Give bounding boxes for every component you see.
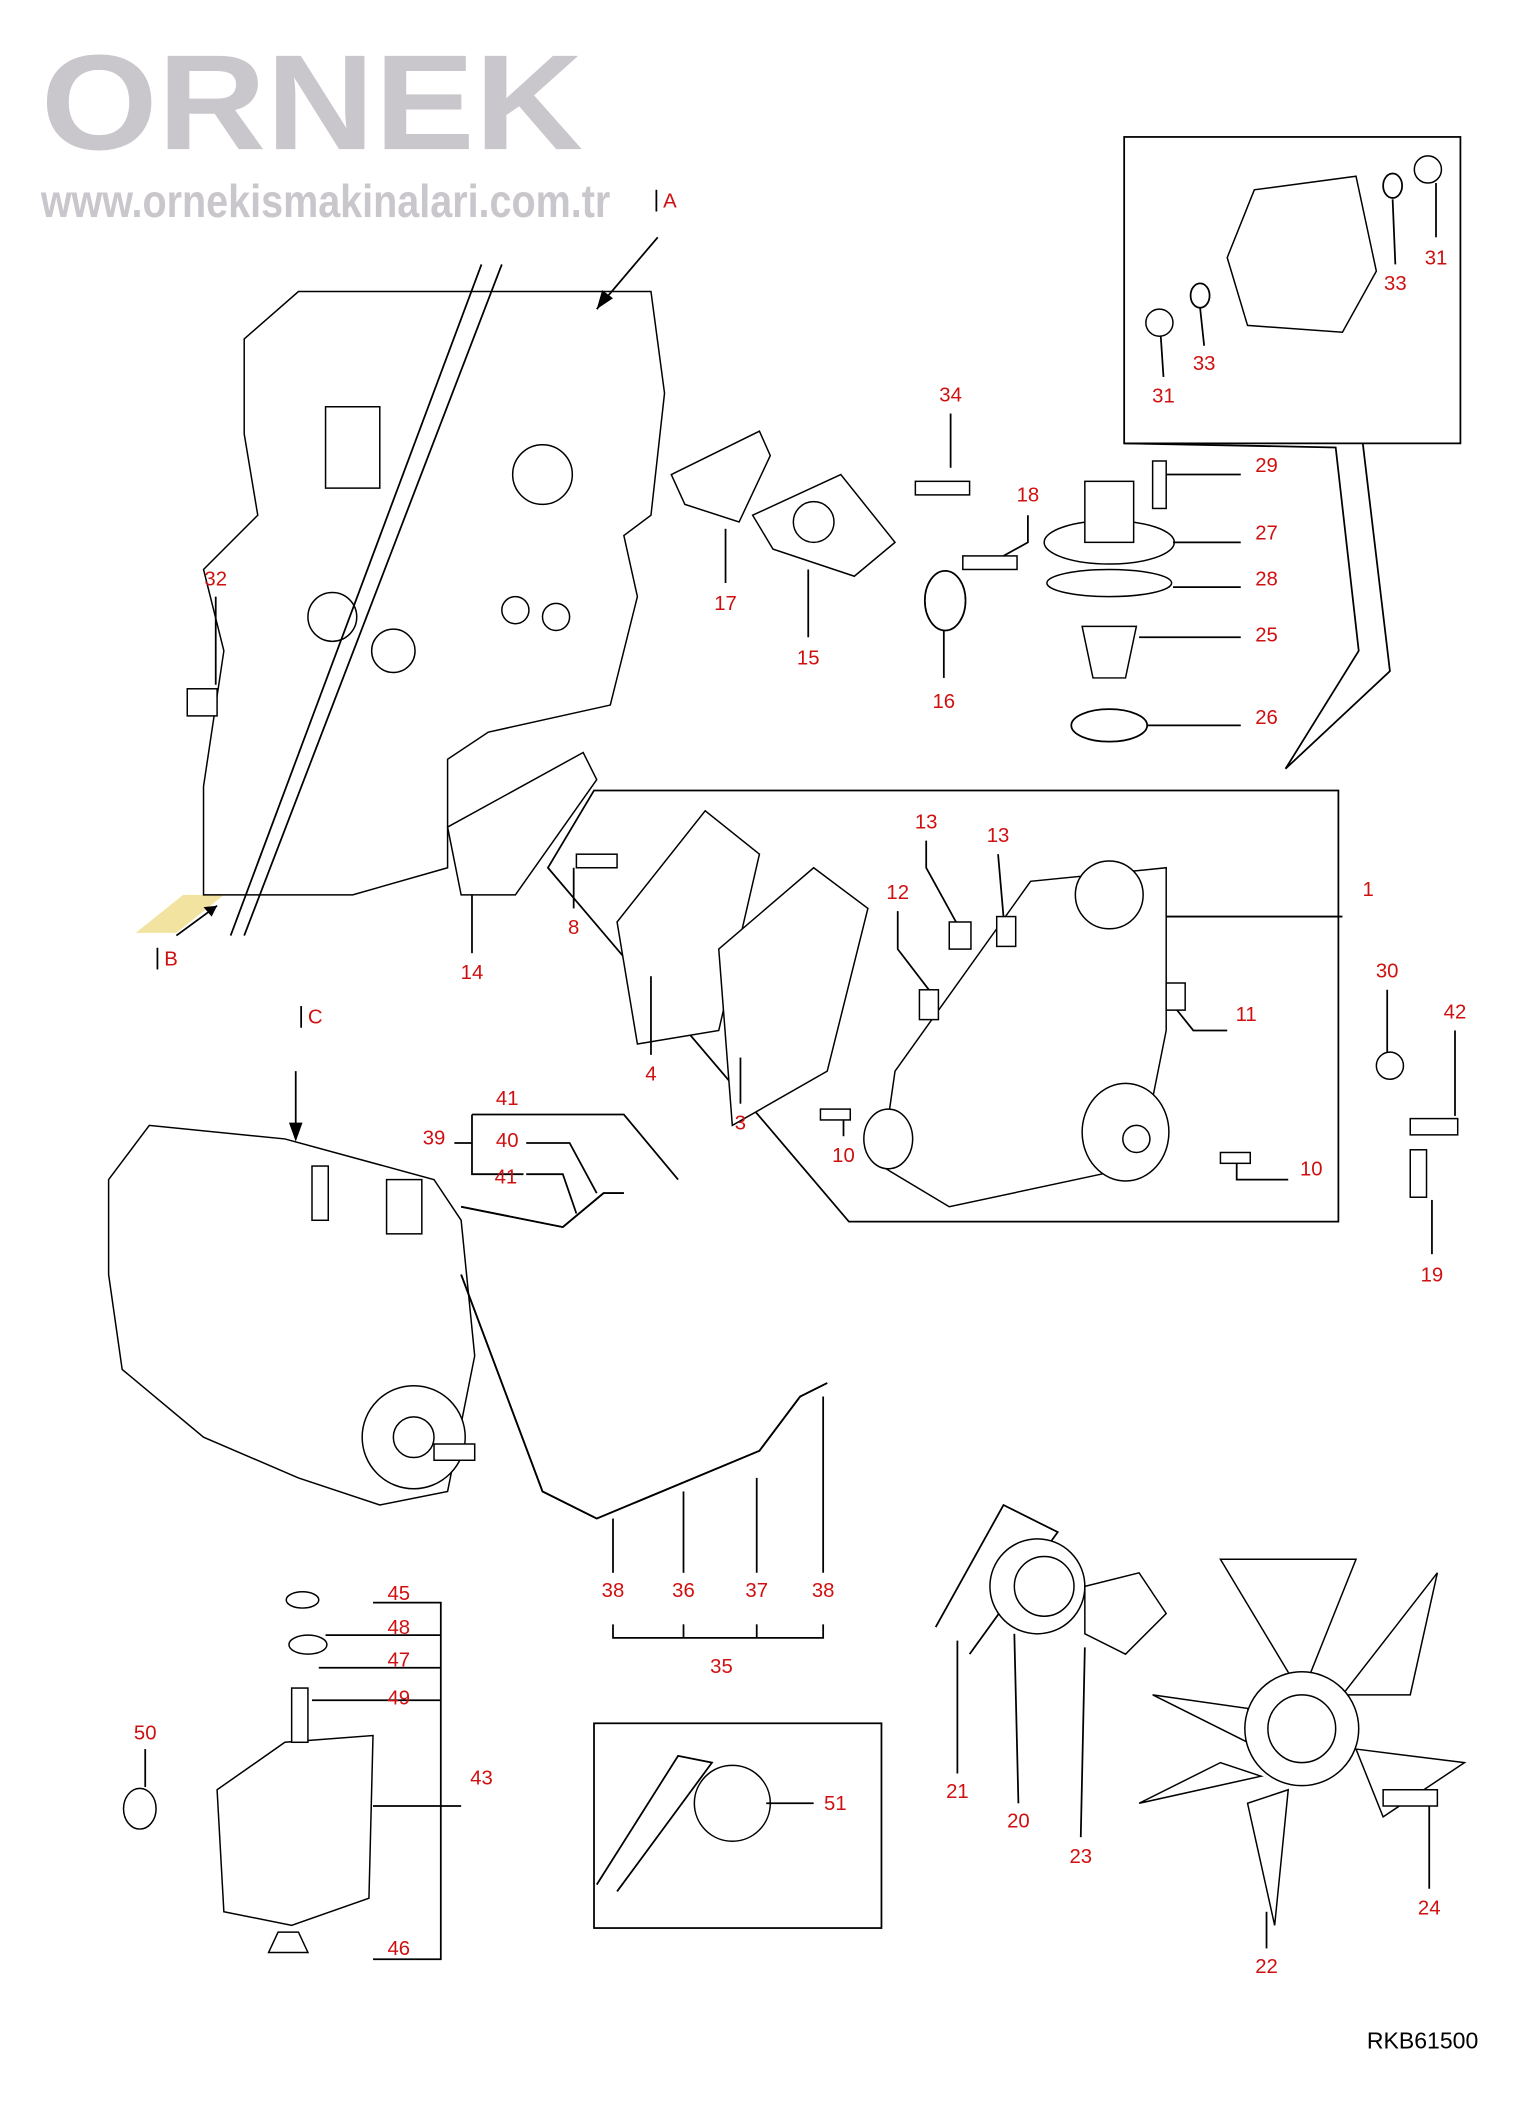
callout-18: 18 xyxy=(1017,485,1040,507)
cap-45 xyxy=(285,1591,320,1609)
thermostat-housing-inset xyxy=(1226,175,1378,333)
seal-50 xyxy=(122,1787,157,1830)
belt-inset xyxy=(595,1754,714,1892)
callout-12: 12 xyxy=(886,882,909,904)
pipe-36 xyxy=(460,1274,828,1520)
watermark-accent xyxy=(135,894,224,933)
callout-10-left: 10 xyxy=(832,1145,855,1167)
bolt-19 xyxy=(1409,1149,1428,1198)
callout-45: 45 xyxy=(387,1583,410,1605)
bolt-24 xyxy=(1382,1788,1439,1807)
callout-13-left: 13 xyxy=(915,811,938,833)
callout-42: 42 xyxy=(1444,1001,1467,1023)
callout-36: 36 xyxy=(672,1580,695,1602)
dowel-10a xyxy=(819,1108,852,1121)
callout-23: 23 xyxy=(1069,1846,1092,1868)
callout-43: 43 xyxy=(470,1767,493,1789)
inset-box-thermostat-housing xyxy=(1123,136,1462,445)
plug-32 xyxy=(186,688,218,717)
callout-21: 21 xyxy=(946,1781,969,1803)
callout-37: 37 xyxy=(745,1580,768,1602)
o-ring-26 xyxy=(1070,708,1149,743)
grommet-46 xyxy=(267,1931,310,1954)
injection-pump xyxy=(107,1124,476,1506)
cooling-fan-22 xyxy=(1138,1558,1467,1926)
inset-pointer xyxy=(1284,443,1391,770)
watermark: ORNEK www.ornekismakinalari.com.tr xyxy=(40,26,610,227)
callout-34: 34 xyxy=(939,384,962,406)
bolt-34 xyxy=(914,480,971,496)
callout-31-upper: 31 xyxy=(1425,247,1448,269)
callout-3: 3 xyxy=(735,1112,746,1134)
pulley-51 xyxy=(693,1764,772,1843)
callout-30: 30 xyxy=(1376,961,1399,983)
callout-17: 17 xyxy=(714,593,737,615)
callout-39: 39 xyxy=(423,1127,446,1149)
callout-28: 28 xyxy=(1255,569,1278,591)
callout-14: 14 xyxy=(461,962,484,984)
watermark-logo: ORNEK xyxy=(41,26,583,178)
callout-20: 20 xyxy=(1007,1811,1030,1833)
callout-16: 16 xyxy=(933,691,956,713)
spacer-23 xyxy=(1084,1571,1168,1656)
callout-50: 50 xyxy=(134,1723,157,1745)
bolt-18 xyxy=(962,555,1018,571)
callout-33-lower: 33 xyxy=(1193,353,1216,375)
callout-10-right: 10 xyxy=(1300,1159,1323,1181)
gasket-17 xyxy=(670,430,772,523)
callout-38-right: 38 xyxy=(812,1580,835,1602)
callout-29: 29 xyxy=(1255,455,1278,477)
washer-30 xyxy=(1375,1051,1405,1081)
callout-numbers: 34 18 29 27 28 25 26 17 15 16 32 31 33 3… xyxy=(134,247,1466,1977)
view-ref-c: C xyxy=(308,1007,323,1029)
callout-35: 35 xyxy=(710,1656,733,1678)
view-ref-b: B xyxy=(164,948,178,970)
callout-32: 32 xyxy=(204,569,227,591)
gasket-3 xyxy=(717,866,869,1127)
hose-41 xyxy=(460,1192,624,1229)
callout-24: 24 xyxy=(1418,1897,1441,1919)
callout-27: 27 xyxy=(1255,523,1278,545)
reserve-tank-43 xyxy=(216,1734,374,1927)
inset-pointer-2 xyxy=(1124,442,1360,770)
bolt-42 xyxy=(1409,1117,1459,1136)
callout-40: 40 xyxy=(496,1130,519,1152)
cap-48 xyxy=(288,1634,328,1655)
inset-box-pulley xyxy=(593,1722,883,1929)
drawing-code: RKB61500 xyxy=(1367,2028,1478,2054)
gasket-14 xyxy=(446,751,598,896)
o-ring-16 xyxy=(923,569,967,632)
callout-15: 15 xyxy=(797,647,820,669)
callout-26: 26 xyxy=(1255,707,1278,729)
thermostat-25 xyxy=(1081,625,1138,679)
callout-31-lower: 31 xyxy=(1152,386,1175,408)
callout-4: 4 xyxy=(645,1064,656,1086)
callout-19: 19 xyxy=(1421,1264,1444,1286)
callout-51: 51 xyxy=(824,1793,847,1815)
watermark-url: www.ornekismakinalari.com.tr xyxy=(40,175,610,227)
water-pump-group-box xyxy=(546,789,1340,1223)
view-ref-a: A xyxy=(663,190,677,212)
callout-47: 47 xyxy=(387,1649,410,1671)
bolt-8 xyxy=(575,853,618,869)
callout-22: 22 xyxy=(1255,1956,1278,1978)
callout-13-right: 13 xyxy=(987,825,1010,847)
callout-48: 48 xyxy=(387,1617,410,1639)
water-pump xyxy=(863,860,1186,1208)
dowel-10b xyxy=(1219,1151,1252,1165)
bolt-29 xyxy=(1151,460,1167,510)
engine-block xyxy=(202,264,666,936)
callout-46: 46 xyxy=(387,1938,410,1960)
callout-11: 11 xyxy=(1236,1004,1257,1026)
callout-25: 25 xyxy=(1255,624,1278,646)
leader-lines xyxy=(144,183,1456,1961)
callout-41-lower: 41 xyxy=(495,1167,518,1189)
callout-49: 49 xyxy=(387,1687,410,1709)
callout-41-upper: 41 xyxy=(496,1088,519,1110)
callout-8: 8 xyxy=(568,917,579,939)
callout-1: 1 xyxy=(1363,879,1374,901)
callout-38-left: 38 xyxy=(602,1580,625,1602)
callout-33-upper: 33 xyxy=(1384,273,1407,295)
gasket-28 xyxy=(1046,568,1173,598)
